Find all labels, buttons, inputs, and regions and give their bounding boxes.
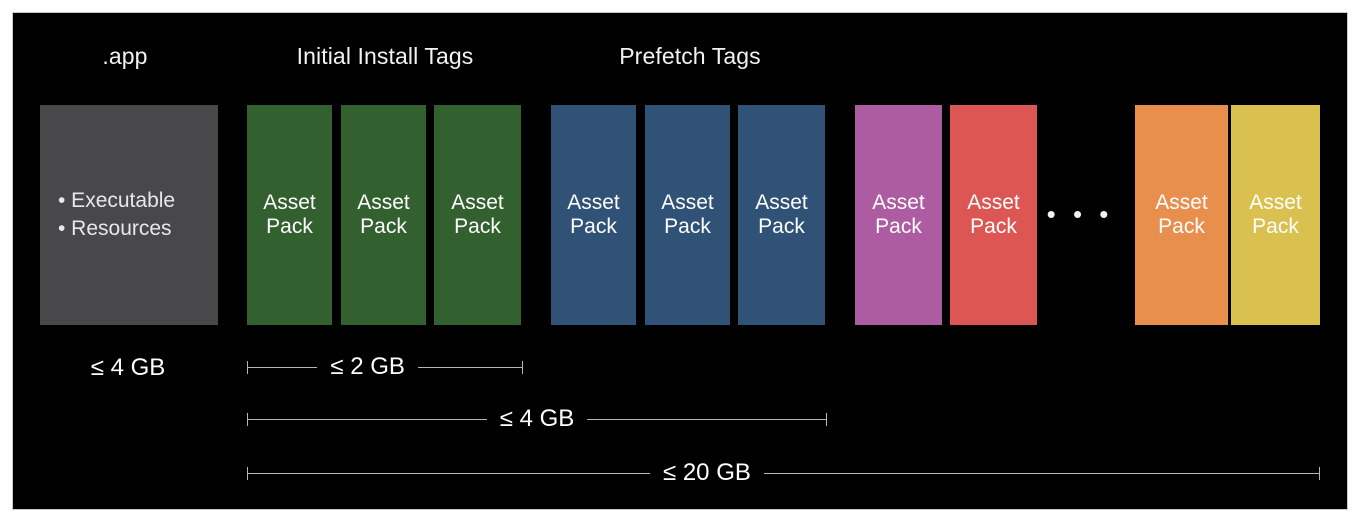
- size-limit-label: ≤ 20 GB: [662, 459, 751, 486]
- measure-end-cap: [247, 360, 248, 374]
- ellipsis-icon: • • •: [1046, 199, 1114, 229]
- asset-pack-block: Asset Pack: [645, 105, 730, 325]
- asset-pack-label: Asset Pack: [1249, 191, 1302, 238]
- measure-rule: [763, 472, 1319, 474]
- asset-pack-label: Asset Pack: [967, 191, 1020, 238]
- asset-pack-block: Asset Pack: [247, 105, 332, 325]
- asset-pack-block: Asset Pack: [551, 105, 636, 325]
- asset-pack-block: Asset Pack: [738, 105, 825, 325]
- app-bundle-contents: • Executable • Resources: [58, 188, 176, 240]
- measure-rule: [417, 366, 522, 368]
- measure-rule: [587, 418, 826, 420]
- asset-pack-block: Asset Pack: [434, 105, 521, 325]
- measure-end-cap: [247, 412, 248, 426]
- measure-end-cap: [1318, 466, 1320, 480]
- asset-pack-block: Asset Pack: [855, 105, 942, 325]
- asset-pack-label: Asset Pack: [661, 191, 714, 238]
- column-heading: Initial Install Tags: [296, 43, 474, 69]
- size-limit-label: ≤ 2 GB: [330, 353, 405, 380]
- asset-pack-block: Asset Pack: [950, 105, 1037, 325]
- asset-pack-label: Asset Pack: [263, 191, 316, 238]
- asset-pack-label: Asset Pack: [872, 191, 925, 238]
- column-heading: .app: [102, 43, 148, 69]
- measure-rule: [248, 472, 650, 474]
- asset-pack-label: Asset Pack: [451, 191, 504, 238]
- diagram-panel: .app Initial Install Tags Prefetch Tags • …: [12, 12, 1348, 510]
- asset-pack-block: Asset Pack: [1135, 105, 1228, 325]
- size-limit-measure: ≤ 2 GB: [247, 353, 523, 381]
- size-limit-measure: ≤ 20 GB: [247, 459, 1320, 487]
- app-bundle-block: • Executable • Resources: [40, 105, 218, 325]
- size-limit-label: ≤ 4 GB: [499, 405, 575, 432]
- asset-pack-label: Asset Pack: [755, 191, 808, 238]
- asset-pack-block: Asset Pack: [1231, 105, 1320, 325]
- size-limit-measure: ≤ 4 GB: [247, 405, 827, 433]
- asset-pack-block: Asset Pack: [341, 105, 426, 325]
- asset-pack-label: Asset Pack: [357, 191, 410, 238]
- column-heading: Prefetch Tags: [619, 43, 761, 69]
- asset-pack-label: Asset Pack: [1155, 191, 1208, 238]
- app-size-limit-label: ≤ 4 GB: [90, 354, 166, 381]
- measure-end-cap: [522, 360, 523, 374]
- measure-rule: [248, 366, 318, 368]
- measure-end-cap: [247, 466, 248, 480]
- measure-end-cap: [826, 412, 827, 426]
- asset-pack-label: Asset Pack: [567, 191, 620, 238]
- measure-rule: [248, 418, 487, 420]
